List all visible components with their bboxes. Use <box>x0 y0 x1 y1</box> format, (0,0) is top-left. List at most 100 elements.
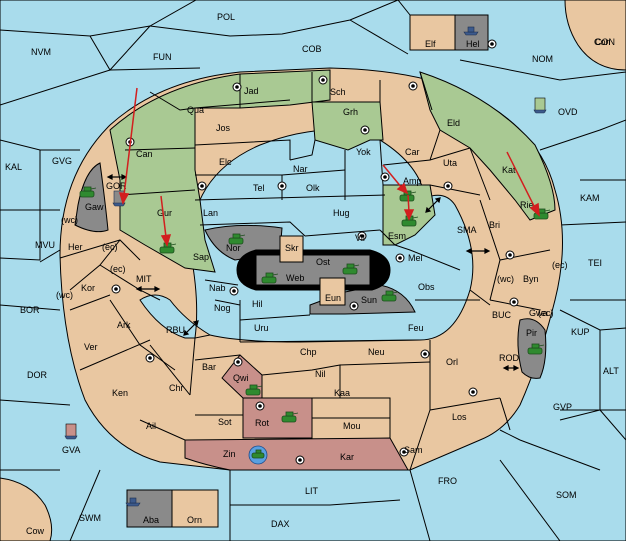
sea-label[interactable]: TEI <box>588 258 602 268</box>
sea-label[interactable]: GOR <box>106 181 127 191</box>
sea-label[interactable]: MVU <box>35 240 55 250</box>
sea-label[interactable]: ALT <box>603 366 619 376</box>
province-label[interactable]: Con <box>594 37 611 47</box>
province-label[interactable]: Vil <box>355 233 365 243</box>
sea-label[interactable]: KUP <box>571 327 590 337</box>
province-label[interactable]: Gur <box>157 208 172 218</box>
province-label[interactable]: Nor <box>226 243 241 253</box>
army-unit-icon[interactable] <box>527 343 545 355</box>
province-label[interactable]: Elf <box>425 39 436 49</box>
sea-label[interactable]: GVG <box>52 156 72 166</box>
province-label[interactable]: Mel <box>408 253 423 263</box>
province-label[interactable]: Esm <box>388 231 406 241</box>
province-label[interactable]: Sun <box>361 295 377 305</box>
province-label[interactable]: Orn <box>187 515 202 525</box>
province-label[interactable]: Hil <box>252 299 263 309</box>
province-label[interactable]: Gwa <box>529 308 548 318</box>
army-unit-icon[interactable] <box>79 186 97 198</box>
province-label[interactable]: Hug <box>333 208 350 218</box>
sea-label[interactable]: FUN <box>153 52 172 62</box>
province-label[interactable]: Feu <box>408 323 424 333</box>
sea-label[interactable]: LIT <box>305 486 319 496</box>
province-label[interactable]: Her <box>68 242 83 252</box>
province-label[interactable]: Zin <box>223 449 236 459</box>
sea-label[interactable]: GVP <box>553 402 572 412</box>
province-label[interactable]: Obs <box>418 282 435 292</box>
province-label[interactable]: Sot <box>218 417 232 427</box>
province-label[interactable]: Kat <box>502 165 516 175</box>
province-label[interactable]: Mou <box>343 421 361 431</box>
province-label[interactable]: Qua <box>187 105 204 115</box>
province-label[interactable]: Pir <box>526 328 537 338</box>
province-label[interactable]: Nar <box>293 164 308 174</box>
province-label[interactable]: Sam <box>404 445 423 455</box>
province-label[interactable]: Chp <box>300 347 317 357</box>
province-label[interactable]: Ark <box>117 320 131 330</box>
province-label[interactable]: Ost <box>316 257 331 267</box>
province-label[interactable]: Lan <box>203 208 218 218</box>
province-label[interactable]: Ail <box>146 421 156 431</box>
province-label[interactable]: Olk <box>306 183 320 193</box>
province-label[interactable]: Kaa <box>334 388 350 398</box>
sea-label[interactable]: RBU <box>166 325 185 335</box>
sea-label[interactable]: SOM <box>556 490 577 500</box>
army-unit-icon[interactable] <box>228 233 246 245</box>
sea-label[interactable]: BUC <box>492 310 512 320</box>
province-label[interactable]: Nab <box>209 283 226 293</box>
province-label[interactable]: Uru <box>254 323 269 333</box>
province-label[interactable]: Gaw <box>85 202 104 212</box>
province-label[interactable]: Kor <box>81 283 95 293</box>
sea-label[interactable]: KAM <box>580 193 600 203</box>
army-unit-icon[interactable] <box>281 411 299 423</box>
province-label[interactable]: Amp <box>403 176 422 186</box>
province-label[interactable]: Jad <box>244 86 259 96</box>
province-label[interactable]: Rie <box>520 200 534 210</box>
province-label[interactable]: Los <box>452 412 467 422</box>
province-label[interactable]: Tel <box>253 183 265 193</box>
sea-label[interactable]: NOM <box>532 54 553 64</box>
sea-label[interactable]: OVD <box>558 107 578 117</box>
province-label[interactable]: Byn <box>523 274 539 284</box>
province-label[interactable]: Ken <box>112 388 128 398</box>
sea-label[interactable]: GVA <box>62 445 80 455</box>
province-label[interactable]: Yok <box>356 147 371 157</box>
sea-label[interactable]: ROD <box>499 353 520 363</box>
province-label[interactable]: Eun <box>325 293 341 303</box>
province-label[interactable]: Eld <box>447 118 460 128</box>
province-label[interactable]: Bri <box>489 220 500 230</box>
province-label[interactable]: Aba <box>143 515 159 525</box>
fleet-unit-icon[interactable] <box>533 97 547 114</box>
province-label[interactable]: Elc <box>219 157 232 167</box>
army-unit-icon[interactable] <box>342 263 360 275</box>
province-label[interactable]: Orl <box>446 357 458 367</box>
province-label[interactable]: Neu <box>368 347 385 357</box>
sea-label[interactable]: DAX <box>271 519 290 529</box>
army-unit-icon[interactable] <box>261 272 279 284</box>
province-label[interactable]: Bar <box>202 362 216 372</box>
fleet-unit-icon[interactable] <box>463 26 479 36</box>
sea-label[interactable]: NVM <box>31 47 51 57</box>
sea-label[interactable]: DOR <box>27 370 48 380</box>
province-label[interactable]: Kar <box>340 452 354 462</box>
province-label[interactable]: Uta <box>443 158 457 168</box>
province-label[interactable]: Ver <box>84 342 98 352</box>
province-label[interactable]: Cow <box>26 526 45 536</box>
province-label[interactable]: Web <box>286 273 304 283</box>
province-label[interactable]: Qwi <box>233 373 249 383</box>
province-label[interactable]: Sap <box>193 252 209 262</box>
province-label[interactable]: Grh <box>343 107 358 117</box>
sea-label[interactable]: SMA <box>457 225 477 235</box>
province-label[interactable]: Hel <box>466 39 480 49</box>
sea-label[interactable]: MIT <box>136 274 152 284</box>
sea-label[interactable]: SWM <box>79 513 101 523</box>
province-label[interactable]: Sch <box>330 87 346 97</box>
sea-label[interactable]: KAL <box>5 162 22 172</box>
sea-label[interactable]: CON <box>595 37 615 47</box>
army-unit-icon[interactable] <box>381 290 399 302</box>
army-unit-icon[interactable] <box>248 445 268 465</box>
sea-label[interactable]: BOR <box>20 305 40 315</box>
province-label[interactable]: Rot <box>255 418 270 428</box>
sea-label[interactable]: FRO <box>438 476 457 486</box>
fleet-unit-icon[interactable] <box>64 423 78 440</box>
province-label[interactable]: Jos <box>216 123 231 133</box>
